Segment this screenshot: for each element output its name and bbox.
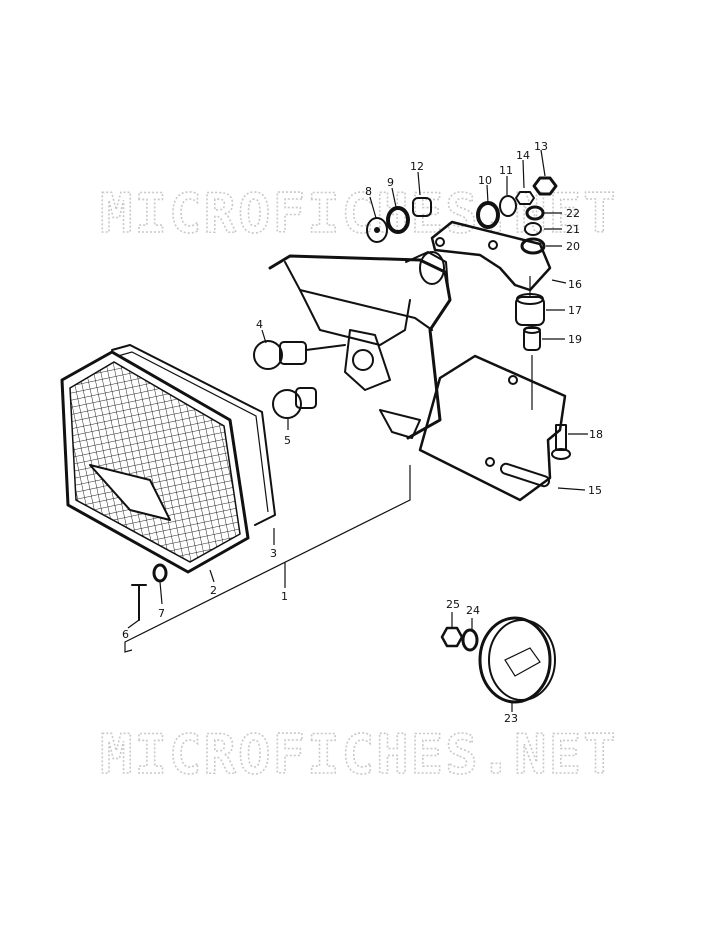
bracket-16-part (430, 220, 552, 292)
bulb-5-part (272, 387, 317, 419)
callout-17: 17 (568, 304, 582, 317)
callout-3: 3 (270, 547, 277, 560)
callout-9: 9 (387, 176, 394, 189)
bracket-15-part (418, 354, 567, 502)
reflector-23-part (478, 616, 556, 704)
callout-7: 7 (158, 607, 165, 620)
grommet-17-part (515, 293, 545, 326)
nut-21-part (524, 222, 542, 236)
watermark-top: MICROFICHES.NET (100, 182, 618, 245)
washer-7-part (152, 563, 168, 583)
callout-20: 20 (566, 240, 580, 253)
washer-24-part (461, 628, 479, 652)
collar-12-part (412, 197, 432, 217)
callout-8: 8 (365, 185, 372, 198)
screw-6-part (131, 584, 147, 621)
gasket-part (111, 344, 276, 526)
watermark-bottom: MICROFICHES.NET (100, 723, 618, 786)
callout-25: 25 (446, 598, 460, 611)
callout-5: 5 (284, 434, 291, 447)
washer-9-part (386, 206, 410, 234)
callout-10: 10 (478, 174, 492, 187)
bulb-4-part (253, 340, 346, 370)
callout-12: 12 (410, 160, 424, 173)
nut-25-part (440, 626, 464, 648)
nut-22-part (525, 205, 545, 221)
callout-23: 23 (504, 712, 518, 725)
callout-14: 14 (516, 149, 530, 162)
nut-13-part (532, 176, 558, 196)
collar-19-part (523, 326, 541, 351)
callout-21: 21 (566, 223, 580, 236)
leader-lines (124, 149, 588, 712)
callout-6: 6 (122, 628, 129, 641)
washer-8-part (366, 217, 388, 243)
callout-labels: 1 2 3 4 5 6 7 8 9 10 11 12 13 14 15 16 1… (122, 140, 603, 725)
callout-1: 1 (281, 590, 288, 603)
callout-13: 13 (534, 140, 548, 153)
bolt-18-part (551, 424, 571, 460)
callout-4: 4 (256, 318, 263, 331)
washer-20-part (520, 237, 546, 255)
washer-14-part (515, 191, 535, 205)
callout-18: 18 (589, 428, 603, 441)
callout-24: 24 (466, 604, 480, 617)
lens-part (60, 350, 250, 574)
callout-22: 22 (566, 207, 580, 220)
lamp-housing-part (268, 251, 452, 440)
callout-19: 19 (568, 333, 582, 346)
callout-16: 16 (568, 278, 582, 291)
washer-11-part (499, 195, 517, 217)
callout-15: 15 (588, 484, 602, 497)
callout-2: 2 (210, 584, 217, 597)
callout-11: 11 (499, 164, 513, 177)
